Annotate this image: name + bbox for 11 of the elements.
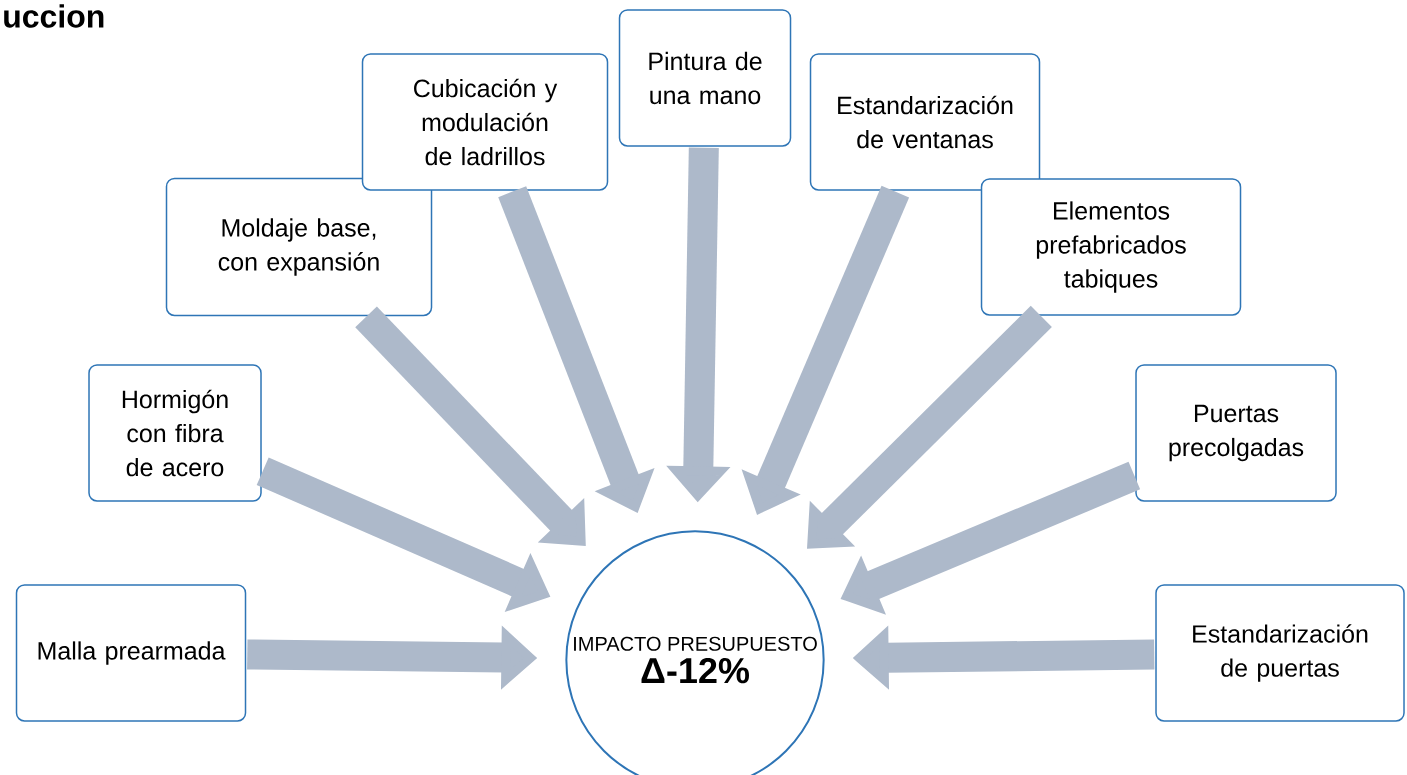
process-box: Pintura de una mano [618,9,792,147]
process-box: Estandarización de puertas [1155,584,1405,722]
block-arrow [807,305,1052,549]
process-box: Hormigón con fibra de acero [88,364,262,502]
process-box: Estandarización de ventanas [809,53,1041,191]
process-box: Cubicación y modulación de ladrillos [361,53,609,191]
process-box: Moldaje base, con expansión [165,177,433,317]
process-box: Puertas precolgadas [1135,364,1337,502]
title: uccion [4,4,104,28]
process-box: Elementos prefabricados tabiques [980,178,1242,316]
process-box: Malla prearmada [15,584,247,722]
